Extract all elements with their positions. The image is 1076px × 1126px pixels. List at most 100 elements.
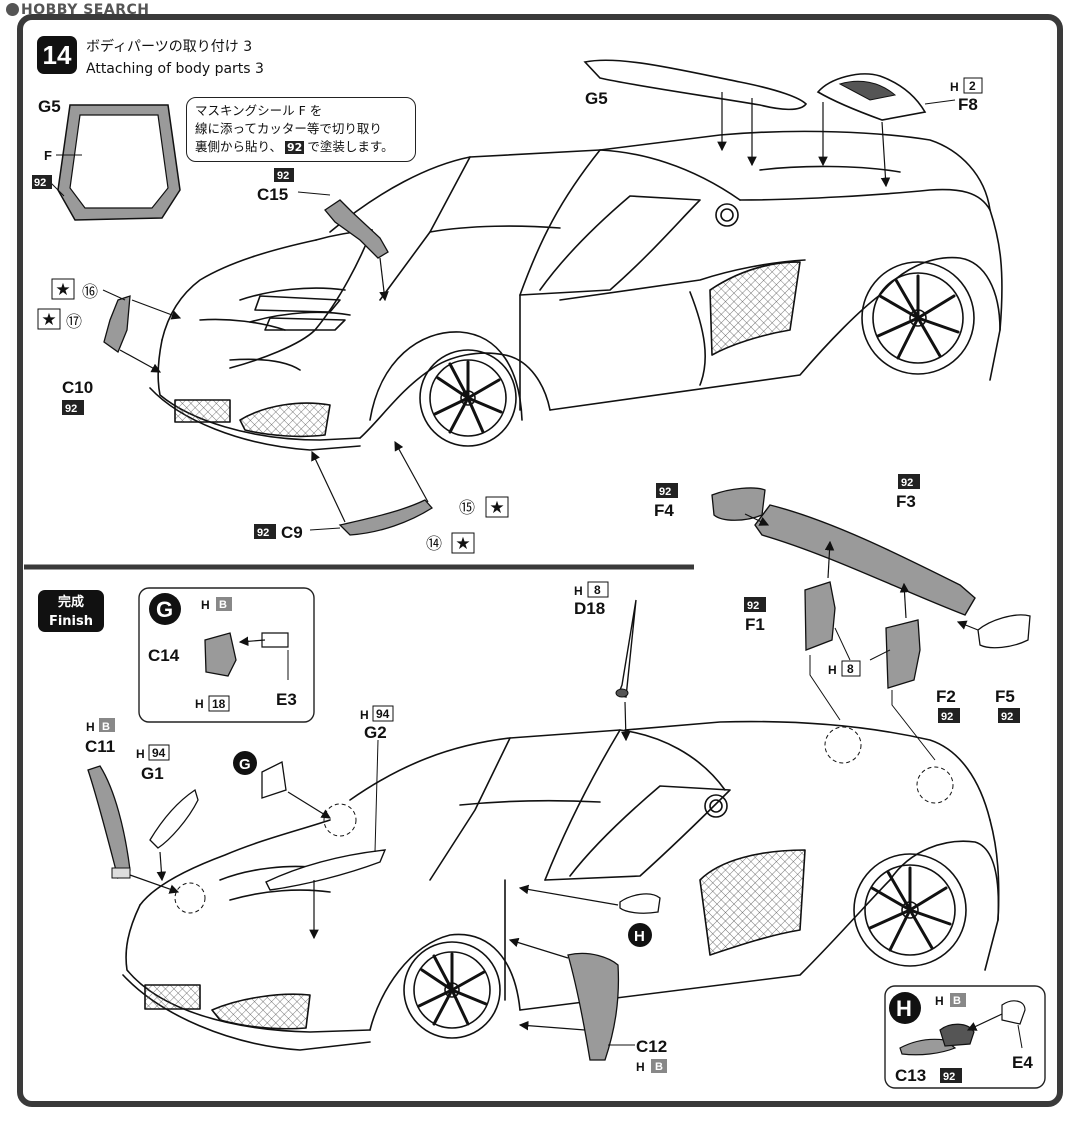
g2-leader bbox=[374, 739, 379, 853]
f2-leader bbox=[891, 690, 936, 761]
f1-stay-part bbox=[804, 581, 836, 651]
inset-g-c14-code: H bbox=[201, 598, 210, 612]
g5-rear-deck-part bbox=[583, 59, 808, 111]
f4-endplate-part bbox=[711, 487, 766, 521]
finish-en: Finish bbox=[48, 614, 94, 629]
mirror-h-part bbox=[619, 893, 661, 914]
c15-part bbox=[324, 199, 389, 259]
inset-h-c13: C13 bbox=[895, 1066, 926, 1085]
label-d18-num: 8 bbox=[594, 583, 601, 597]
g2-part bbox=[265, 849, 387, 891]
f1-leader bbox=[809, 655, 841, 721]
inset-g-letter: G bbox=[156, 597, 173, 622]
label-g5-left: G5 bbox=[38, 97, 61, 116]
note-line-1: マスキングシール F を bbox=[195, 103, 323, 118]
h-number-boxes bbox=[148, 77, 983, 761]
label-c9-color: 92 bbox=[257, 527, 269, 539]
label-f8-num: 2 bbox=[969, 79, 976, 93]
c14-part bbox=[204, 632, 237, 677]
star-glyphs: ★ ★ ★ ★ bbox=[41, 280, 504, 553]
label-c15: C15 bbox=[257, 185, 288, 204]
label-f8: F8 bbox=[958, 95, 978, 114]
inset-g-badge bbox=[149, 593, 181, 625]
label-circle-h: H bbox=[634, 928, 645, 945]
d18-antenna-base bbox=[615, 688, 629, 698]
d18-arrow bbox=[620, 701, 631, 742]
f5-endplate-part bbox=[977, 614, 1031, 649]
label-c11: C11 bbox=[85, 737, 115, 756]
step-title-ja: ボディパーツの取り付け 3 bbox=[86, 39, 253, 55]
label-f-mask: F bbox=[44, 148, 52, 163]
f8-leader bbox=[924, 99, 956, 105]
label-f1-color: 92 bbox=[747, 600, 759, 612]
c10-part bbox=[103, 295, 131, 354]
label-c12-num: B bbox=[655, 1061, 663, 1073]
fh-leader-1 bbox=[834, 627, 851, 661]
label-fh-code: H bbox=[828, 663, 837, 677]
e4-leader bbox=[1017, 1024, 1023, 1049]
c11-mount-circle bbox=[174, 882, 206, 914]
mask-color-leader bbox=[49, 181, 65, 197]
label-mark17: ⑰ bbox=[66, 313, 82, 331]
inset-g-c14: C14 bbox=[148, 646, 180, 665]
c12-arrow-2 bbox=[518, 1020, 586, 1031]
star-marks bbox=[37, 278, 509, 554]
e4-part bbox=[1001, 1000, 1026, 1025]
e4-arrow bbox=[966, 1013, 1003, 1031]
label-g1-num: 94 bbox=[152, 746, 166, 760]
label-g1: G1 bbox=[141, 764, 164, 783]
finish-ja: 完成 bbox=[57, 595, 84, 610]
inset-g-e3-num: 18 bbox=[212, 697, 226, 711]
f3-wing-part bbox=[754, 504, 976, 616]
label-g2-num: 94 bbox=[376, 707, 390, 721]
svg-text:★: ★ bbox=[41, 310, 56, 329]
label-d18: D18 bbox=[574, 599, 605, 618]
c15-leader bbox=[297, 191, 331, 196]
g-ref-badge bbox=[233, 751, 257, 775]
mirror-g-mount-circle bbox=[323, 803, 357, 837]
step-title-en: Attaching of body parts 3 bbox=[86, 61, 264, 77]
label-f4: F4 bbox=[654, 501, 674, 520]
inset-g-c14-num: B bbox=[219, 599, 227, 611]
f4-arrow bbox=[744, 513, 770, 526]
note-line-3b: で塗装します。 bbox=[307, 139, 394, 154]
h-code-boxes bbox=[99, 597, 966, 1073]
bottom-car-body bbox=[122, 720, 1000, 1051]
label-f2: F2 bbox=[936, 687, 956, 706]
fh-leader-2 bbox=[869, 649, 891, 661]
d18-antenna-part bbox=[617, 599, 637, 698]
inset-h-badge bbox=[889, 992, 921, 1024]
label-c10: C10 bbox=[62, 378, 93, 397]
step-number-badge: 14 bbox=[37, 36, 77, 74]
f5-arrow bbox=[956, 620, 979, 631]
label-mask-color: 92 bbox=[34, 177, 46, 189]
label-fh-num: 8 bbox=[847, 662, 854, 676]
label-mark15: ⑮ bbox=[459, 499, 475, 517]
label-d18-code: H bbox=[574, 584, 583, 598]
label-g2: G2 bbox=[364, 723, 387, 742]
c11-tab bbox=[111, 867, 131, 879]
c9-leader bbox=[309, 527, 341, 531]
g1-part bbox=[149, 788, 199, 849]
label-g2-code: H bbox=[360, 708, 369, 722]
finish-badge: 完成 Finish bbox=[38, 590, 104, 632]
f1-arrow bbox=[824, 540, 835, 579]
label-f3-color: 92 bbox=[901, 477, 913, 489]
label-c11-num: B bbox=[102, 721, 110, 733]
c9-arrow-1 bbox=[311, 450, 346, 523]
e3-arrow bbox=[238, 636, 266, 647]
svg-text:★: ★ bbox=[489, 498, 504, 517]
c10-arrow-1 bbox=[131, 299, 182, 320]
g1-arrow bbox=[156, 851, 167, 882]
label-g1-code: H bbox=[136, 747, 145, 761]
g5-mask-inner bbox=[69, 114, 169, 209]
label-c12-code: H bbox=[636, 1060, 645, 1074]
inset-h-letter: H bbox=[896, 996, 912, 1021]
mirror-g-arrow bbox=[287, 791, 332, 819]
label-f3: F3 bbox=[896, 492, 916, 511]
c12-arrow-1 bbox=[508, 937, 569, 959]
note-line-3a: 裏側から貼り、 bbox=[195, 139, 283, 154]
